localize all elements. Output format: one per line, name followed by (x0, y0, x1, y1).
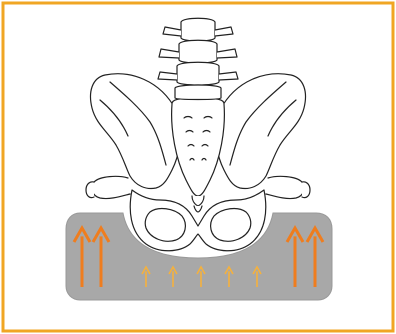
left-femur-neck (86, 182, 94, 198)
left-femoral-head (92, 176, 130, 198)
right-femoral-head (266, 176, 304, 198)
right-femur-neck (302, 182, 310, 198)
